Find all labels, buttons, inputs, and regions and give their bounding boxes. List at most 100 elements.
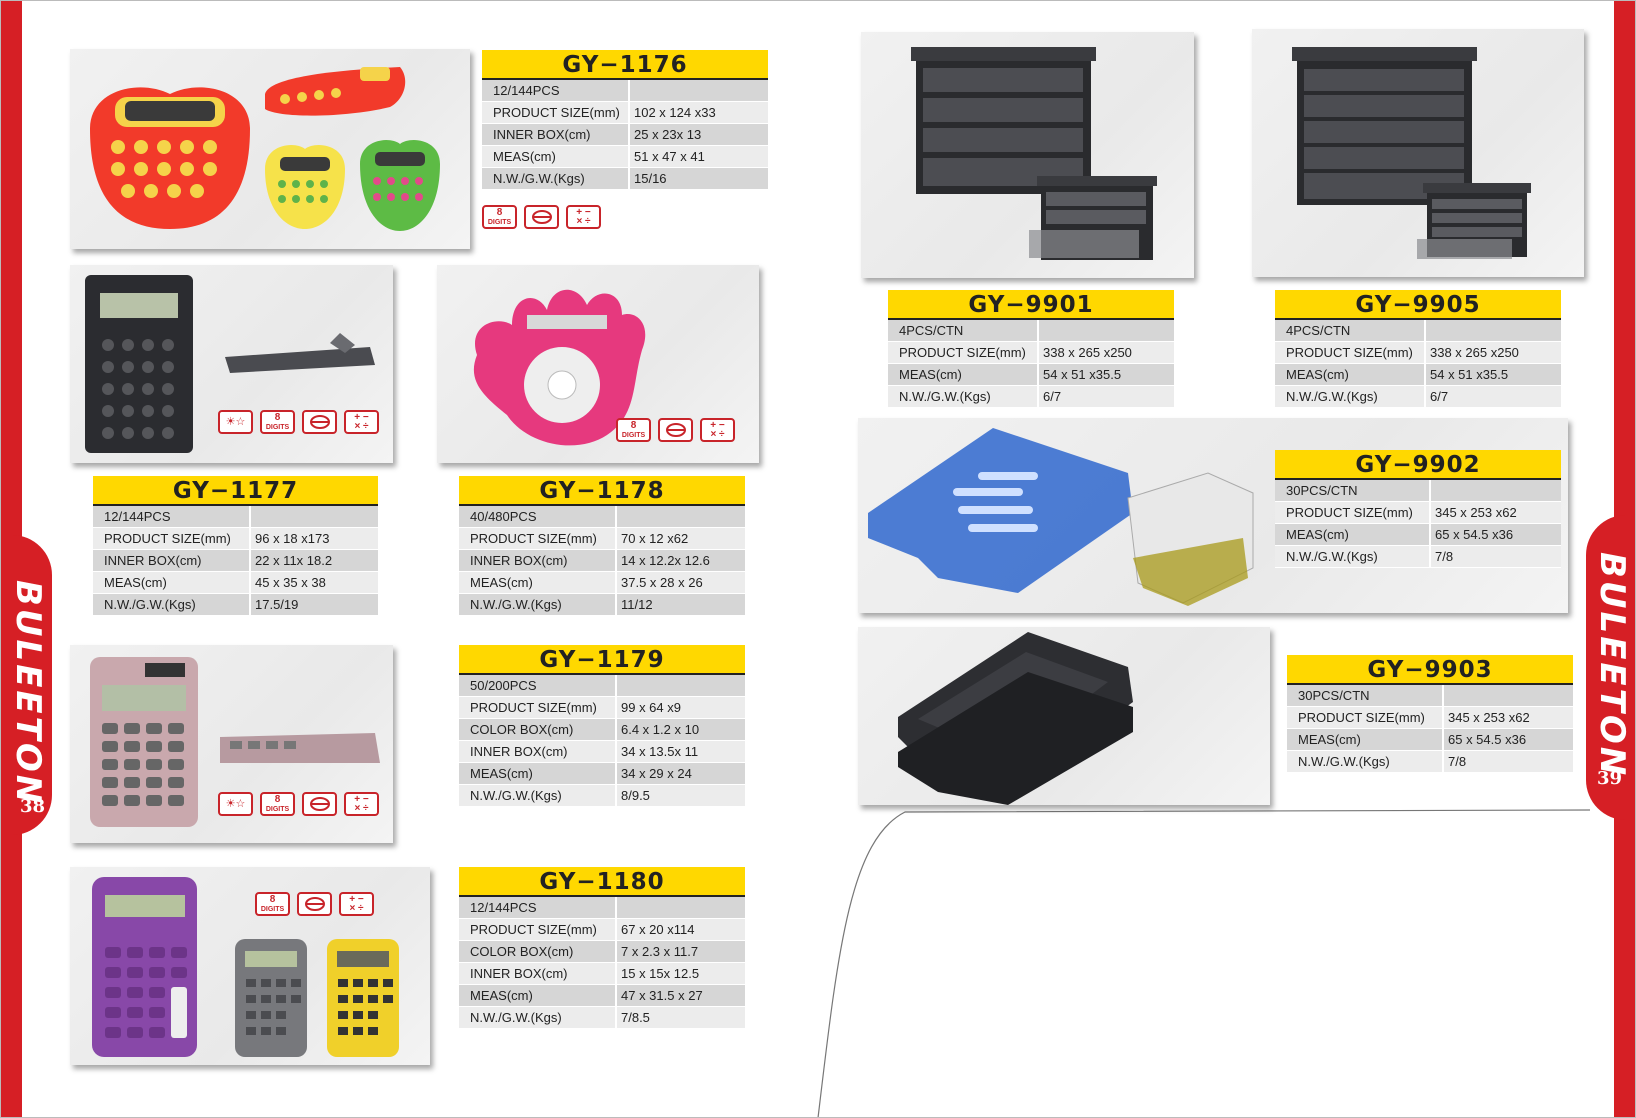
spec-row: N.W./G.W.(Kgs)6/7 — [1275, 386, 1561, 408]
spec-row: PRODUCT SIZE(mm) 70 x 12 x62 — [459, 528, 745, 550]
right-brand-tab — [1586, 515, 1636, 820]
battery-icon — [658, 418, 693, 442]
battery-icon — [524, 205, 559, 229]
spec-label: COLOR BOX(cm) — [459, 719, 617, 740]
spec-row: PRODUCT SIZE(mm)345 x 253 x62 — [1287, 707, 1573, 729]
spec-row: 40/480PCS — [459, 506, 745, 528]
spec-row: 4PCS/CTN — [888, 320, 1174, 342]
spec-row: N.W./G.W.(Kgs)17.5/19 — [93, 594, 378, 616]
spec-label: N.W./G.W.(Kgs) — [482, 168, 630, 189]
model-title: GY−1177 — [93, 476, 378, 506]
hand-shaped-calculator-image — [473, 289, 646, 446]
spec-row: INNER BOX(cm) 15 x 15x 12.5 — [459, 963, 745, 985]
spec-label: N.W./G.W.(Kgs) — [1275, 386, 1426, 407]
spec-value: 47 x 31.5 x 27 — [621, 988, 703, 1003]
spec-label: 50/200PCS — [459, 675, 617, 696]
page-number-right: 39 — [1596, 768, 1622, 789]
spec-value: 338 x 265 x250 — [1043, 345, 1132, 360]
spec-value: 51 x 47 x 41 — [634, 149, 705, 164]
spec-value: 15/16 — [634, 171, 667, 186]
spec-label: 4PCS/CTN — [1275, 320, 1426, 341]
spec-label: 12/144PCS — [482, 80, 630, 101]
model-title: GY−1176 — [482, 50, 768, 80]
photo-gy-9905 — [1252, 29, 1584, 277]
spec-value — [1039, 320, 1043, 341]
spec-value: 22 x 11x 18.2 — [255, 553, 333, 568]
spec-row: 4PCS/CTN — [1275, 320, 1561, 342]
spec-value — [251, 506, 255, 527]
spec-row: INNER BOX(cm)25 x 23x 13 — [482, 124, 768, 146]
brand-logo-right: BULEETON — [1592, 552, 1632, 779]
spec-row: 12/144PCS — [93, 506, 378, 528]
solar-icon: ☀☆ — [218, 410, 253, 434]
spec-label: MEAS(cm) — [459, 572, 617, 593]
spec-label: N.W./G.W.(Kgs) — [888, 386, 1039, 407]
spec-value: 65 x 54.5 x36 — [1448, 732, 1527, 747]
spec-label: COLOR BOX(cm) — [459, 941, 617, 962]
spec-row: MEAS(cm)54 x 51 x35.5 — [1275, 364, 1561, 386]
spec-value — [617, 897, 621, 918]
left-brand-tab — [0, 535, 52, 835]
spec-label: MEAS(cm) — [459, 985, 617, 1006]
spec-value: 6.4 x 1.2 x 10 — [621, 722, 700, 737]
photo-gy-1179 — [70, 645, 393, 843]
spec-value: 96 x 18 x173 — [255, 531, 330, 546]
spec-row: MEAS(cm)51 x 47 x 41 — [482, 146, 768, 168]
spec-row: N.W./G.W.(Kgs) 15/16 — [482, 168, 768, 190]
spec-row: N.W./G.W.(Kgs)7/8.5 — [459, 1007, 745, 1029]
spec-label: N.W./G.W.(Kgs) — [459, 785, 617, 806]
spec-row: MEAS(cm) 65 x 54.5 x36 — [1287, 729, 1573, 751]
spec-value: 102 x 124 x33 — [634, 105, 716, 120]
spec-row: 12/144PCS — [459, 897, 745, 919]
letter-tray-image — [868, 428, 1254, 606]
model-title: GY−9903 — [1287, 655, 1573, 685]
math-operations-icon: + −× ÷ — [339, 892, 374, 916]
spec-value: 15 x 15x 12.5 — [621, 966, 700, 981]
spec-label: PRODUCT SIZE(mm) — [459, 919, 617, 940]
colored-calculators-image — [92, 877, 399, 1057]
spec-value: 34 x 29 x 24 — [621, 766, 692, 781]
drawer-cabinet-image — [1292, 47, 1531, 259]
spec-label: PRODUCT SIZE(mm) — [459, 528, 617, 549]
spec-row: N.W./G.W.(Kgs)7/8 — [1287, 751, 1573, 773]
spec-row: PRODUCT SIZE(mm)96 x 18 x173 — [93, 528, 378, 550]
spec-label: 30PCS/CTN — [1275, 480, 1431, 501]
spec-value — [1426, 320, 1430, 341]
model-title: GY−9902 — [1275, 450, 1561, 480]
model-title: GY−9905 — [1275, 290, 1561, 320]
black-letter-tray-image — [898, 632, 1133, 805]
spec-label: MEAS(cm) — [1287, 729, 1444, 750]
spec-value — [1444, 685, 1448, 706]
apple-calculators-image — [90, 67, 440, 231]
spec-value: 37.5 x 28 x 26 — [621, 575, 703, 590]
spec-value: 34 x 13.5x 11 — [621, 744, 699, 759]
spec-row: MEAS(cm) 34 x 29 x 24 — [459, 763, 745, 785]
math-operations-icon: + −× ÷ — [344, 410, 379, 434]
spec-row: MEAS(cm) 47 x 31.5 x 27 — [459, 985, 745, 1007]
spec-label: INNER BOX(cm) — [93, 550, 251, 571]
spec-row: PRODUCT SIZE(mm)338 x 265 x250 — [888, 342, 1174, 364]
spec-value: 54 x 51 x35.5 — [1043, 367, 1122, 382]
spec-label: INNER BOX(cm) — [459, 963, 617, 984]
battery-icon — [302, 792, 337, 816]
spec-label: PRODUCT SIZE(mm) — [482, 102, 630, 123]
spec-value: 67 x 20 x114 — [621, 922, 695, 937]
spec-value: 345 x 253 x62 — [1435, 505, 1517, 520]
spec-label: MEAS(cm) — [1275, 364, 1426, 385]
spec-label: PRODUCT SIZE(mm) — [1275, 342, 1426, 363]
spec-label: MEAS(cm) — [459, 763, 617, 784]
spec-row: N.W./G.W.(Kgs)7/8 — [1275, 546, 1561, 568]
spec-value: 70 x 12 x62 — [621, 531, 689, 546]
